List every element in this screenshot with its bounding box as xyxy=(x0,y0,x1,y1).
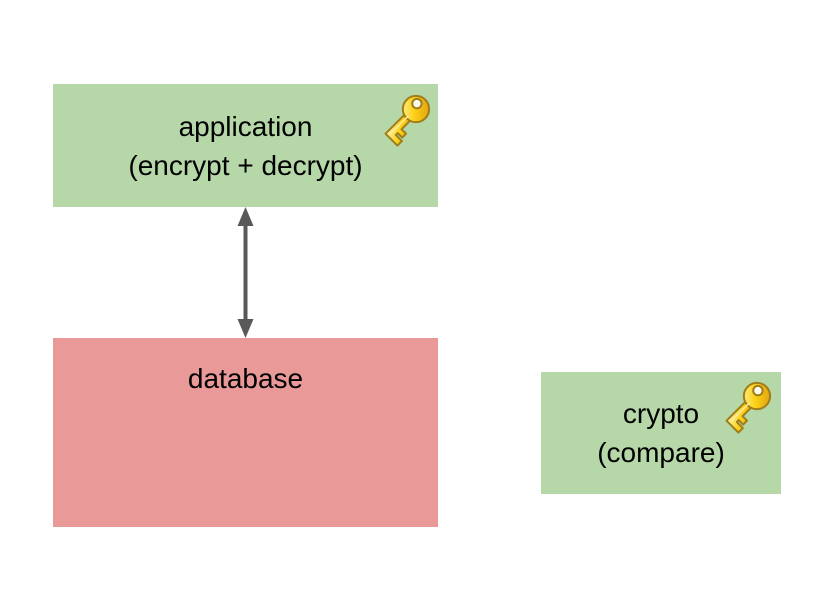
key-icon xyxy=(384,94,431,147)
key-icon xyxy=(725,381,772,434)
database-label: database xyxy=(187,363,304,394)
application-node: application (encrypt + decrypt) xyxy=(53,84,438,207)
bidirectional-arrow xyxy=(237,207,254,338)
crypto-label-line1: crypto xyxy=(622,398,700,429)
application-label-line2: (encrypt + decrypt) xyxy=(128,149,363,181)
application-label-line1: application xyxy=(178,110,313,142)
crypto-node: crypto (compare) xyxy=(541,372,781,494)
crypto-label-line2: (compare) xyxy=(597,437,725,468)
database-node: database xyxy=(53,338,438,527)
